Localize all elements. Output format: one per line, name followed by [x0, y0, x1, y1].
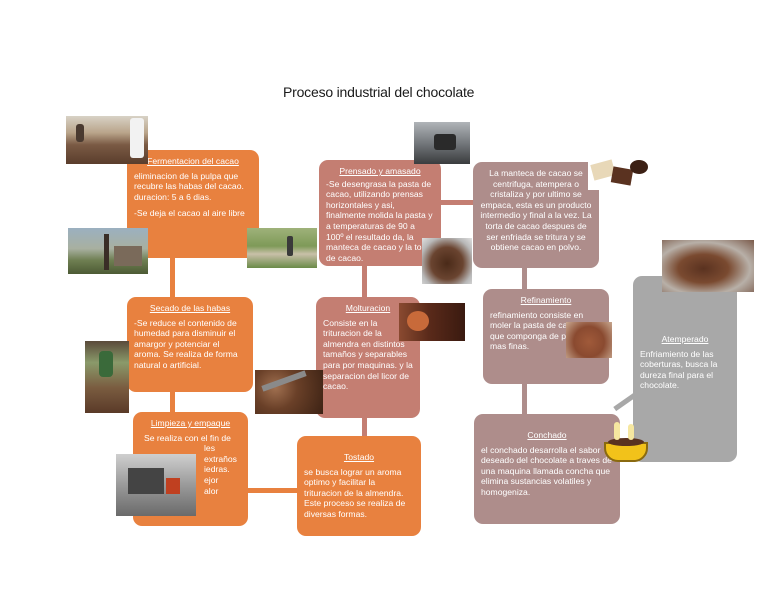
manteca-box: La manteca de cacao se centrifuga, atemp…: [473, 162, 599, 268]
limpieza-heading: Limpieza y empaque: [150, 418, 231, 428]
secado-heading: Secado de las habas: [149, 303, 231, 313]
prensado-heading: Prensado y amasado: [339, 166, 421, 176]
secado-text: -Se reduce el contenido de humedad para …: [134, 317, 238, 370]
atemperado-text: Enfriamiento de las coberturas, busca la…: [640, 348, 718, 391]
tostado-text: se busca lograr un aroma optimo y facili…: [304, 466, 406, 519]
photo-drying-workers: [85, 341, 129, 413]
photo-fermentation-workers: [66, 116, 148, 164]
fermentacion-box: Fermentacion del cacao eliminacion de la…: [127, 150, 259, 258]
conchado-box: Conchado el conchado desarrolla el sabor…: [474, 414, 620, 524]
photo-press-machine: [414, 122, 470, 164]
photo-cleaning-machine: [116, 454, 196, 516]
connector: [440, 200, 474, 205]
connector: [522, 268, 527, 290]
photo-cacao-drying-field: [247, 228, 317, 268]
prensado-text: -Se desengrasa la pasta de cacao, utiliz…: [326, 178, 433, 263]
connector: [170, 258, 175, 298]
refinamiento-text: refinamiento consiste en moler la pasta …: [490, 309, 601, 352]
atemperado-box: Atemperado Enfriamiento de las cobertura…: [633, 276, 737, 462]
connector: [248, 488, 300, 493]
photo-cacao-nibs: [399, 303, 465, 341]
refinamiento-heading: Refinamiento: [520, 295, 572, 305]
limpieza-line: alor: [204, 485, 219, 496]
limpieza-line: les extraños: [204, 443, 237, 464]
photo-roasted-beans: [255, 370, 323, 414]
conchado-text: el conchado desarrolla el sabor deseado …: [481, 444, 612, 497]
photo-chocolate-pieces: [588, 156, 652, 190]
limpieza-line: ejor: [204, 474, 219, 485]
page-title: Proceso industrial del chocolate: [283, 84, 475, 100]
limpieza-line: Se realiza con el fin de: [144, 432, 231, 443]
photo-drying-shed: [68, 228, 148, 274]
photo-cocoa-liquor: [422, 238, 472, 284]
limpieza-line: iedras.: [204, 464, 230, 475]
conchado-heading: Conchado: [527, 430, 567, 440]
molturacion-heading: Molturacion: [345, 303, 391, 313]
atemperado-heading: Atemperado: [661, 334, 709, 344]
connector: [522, 384, 527, 414]
photo-conche-illustration: [598, 420, 654, 466]
prensado-box: Prensado y amasado -Se desengrasa la pas…: [319, 160, 441, 266]
fermentacion-text-2: -Se deja el cacao al aire libre: [134, 208, 245, 219]
molturacion-text: Consiste en la trituracion de la almendr…: [323, 317, 413, 392]
photo-tempering-bowl: [662, 240, 754, 292]
secado-box: Secado de las habas -Se reduce el conten…: [127, 297, 253, 392]
tostado-heading: Tostado: [343, 452, 375, 462]
manteca-text: La manteca de cacao se centrifuga, atemp…: [480, 168, 592, 253]
tostado-box: Tostado se busca lograr un aroma optimo …: [297, 436, 421, 536]
connector: [362, 418, 367, 436]
photo-cocoa-powder: [566, 322, 612, 358]
fermentacion-text: eliminacion de la pulpa que recubre las …: [134, 170, 244, 202]
connector: [362, 265, 367, 297]
fermentacion-heading: Fermentacion del cacao: [147, 156, 239, 166]
connector: [170, 392, 175, 412]
